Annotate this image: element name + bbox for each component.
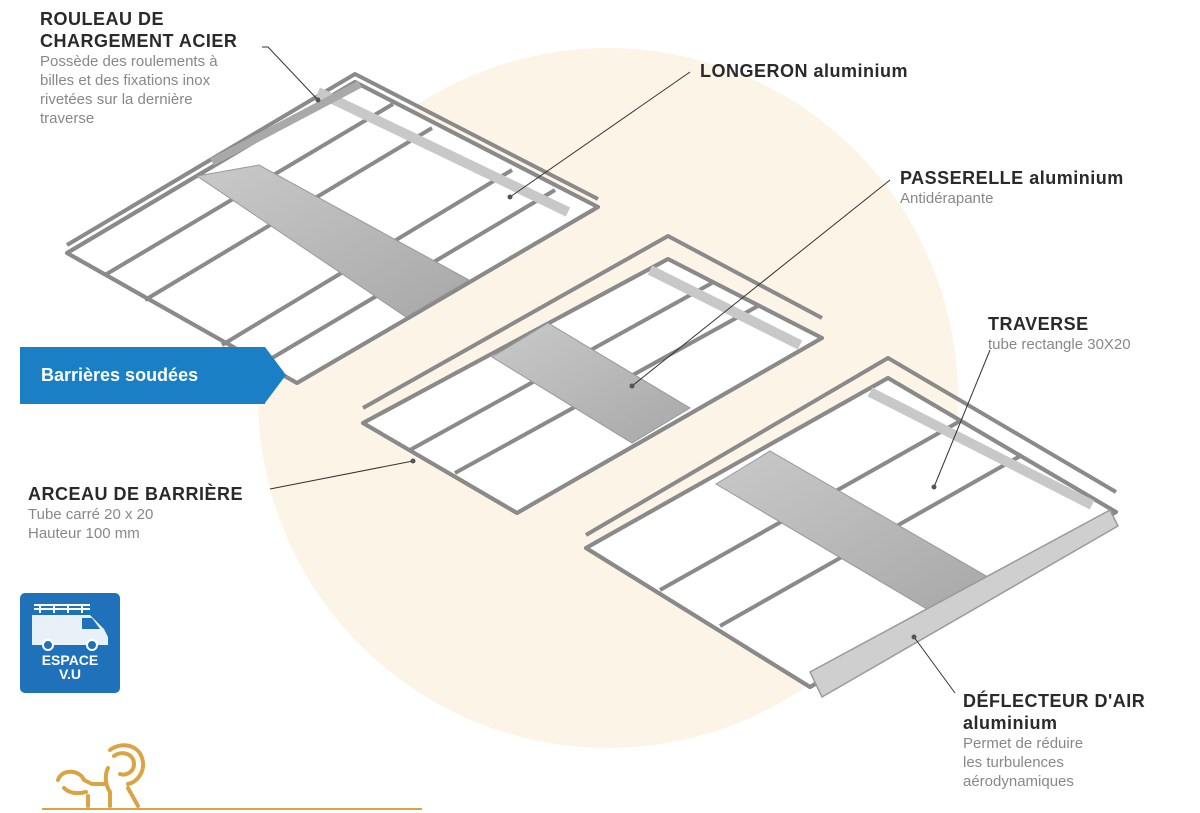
callout-traverse: TRAVERSE tube rectangle 30X20 (988, 313, 1131, 354)
espace-vu-badge: ESPACE V.U (20, 593, 120, 693)
passerelle-desc: Antidérapante (900, 190, 994, 207)
deflecteur-title-line1: DÉFLECTEUR D'AIR (963, 691, 1146, 711)
rouleau-title-line2: CHARGEMENT ACIER (40, 31, 238, 51)
logo-divider-line (42, 808, 422, 810)
van-with-roof-rack-icon (32, 604, 108, 651)
rouleau-desc-line4: traverse (40, 110, 95, 127)
lion-logo-icon (56, 743, 145, 808)
leader-dots (315, 97, 937, 640)
rouleau-desc-line2: billes et des fixations inox (40, 72, 211, 89)
callout-arceau: ARCEAU DE BARRIÈRE Tube carré 20 x 20 Ha… (28, 483, 243, 543)
air-deflector (809, 508, 1119, 699)
deflecteur-title-line2: aluminium (963, 713, 1058, 733)
rouleau-desc-line3: rivetées sur la dernière (40, 91, 193, 108)
callout-deflecteur: DÉFLECTEUR D'AIR aluminium Permet de réd… (963, 690, 1145, 791)
rack-middle-walkway (491, 322, 691, 444)
traverse-title: TRAVERSE (988, 314, 1089, 334)
deflecteur-desc-line2: les turbulences (963, 754, 1064, 771)
traverse-desc: tube rectangle 30X20 (988, 336, 1131, 353)
rack-top-left-walkway (195, 164, 471, 318)
passerelle-title: PASSERELLE aluminium (900, 168, 1124, 188)
callout-passerelle: PASSERELLE aluminium Antidérapante (900, 167, 1124, 208)
rouleau-title-line1: ROULEAU DE (40, 9, 165, 29)
badge-line2: V.U (58, 666, 82, 682)
longeron-title: LONGERON aluminium (700, 61, 909, 81)
arceau-desc-line2: Hauteur 100 mm (28, 525, 140, 542)
arceau-desc-line1: Tube carré 20 x 20 (28, 506, 154, 523)
arceau-title: ARCEAU DE BARRIÈRE (28, 484, 244, 504)
rouleau-desc-line1: Possède des roulements à (40, 53, 218, 70)
badge-line1: ESPACE (41, 652, 99, 668)
leader-lines (262, 46, 991, 694)
banner-label: Barrières soudées (41, 365, 199, 385)
deflecteur-desc-line3: aérodynamiques (963, 773, 1074, 790)
banner-barrieres-soudees: Barrières soudées (20, 347, 286, 404)
callout-rouleau: ROULEAU DE CHARGEMENT ACIER Possède des … (40, 8, 237, 128)
callout-longeron: LONGERON aluminium (700, 60, 908, 82)
deflecteur-desc-line1: Permet de réduire (963, 735, 1084, 752)
